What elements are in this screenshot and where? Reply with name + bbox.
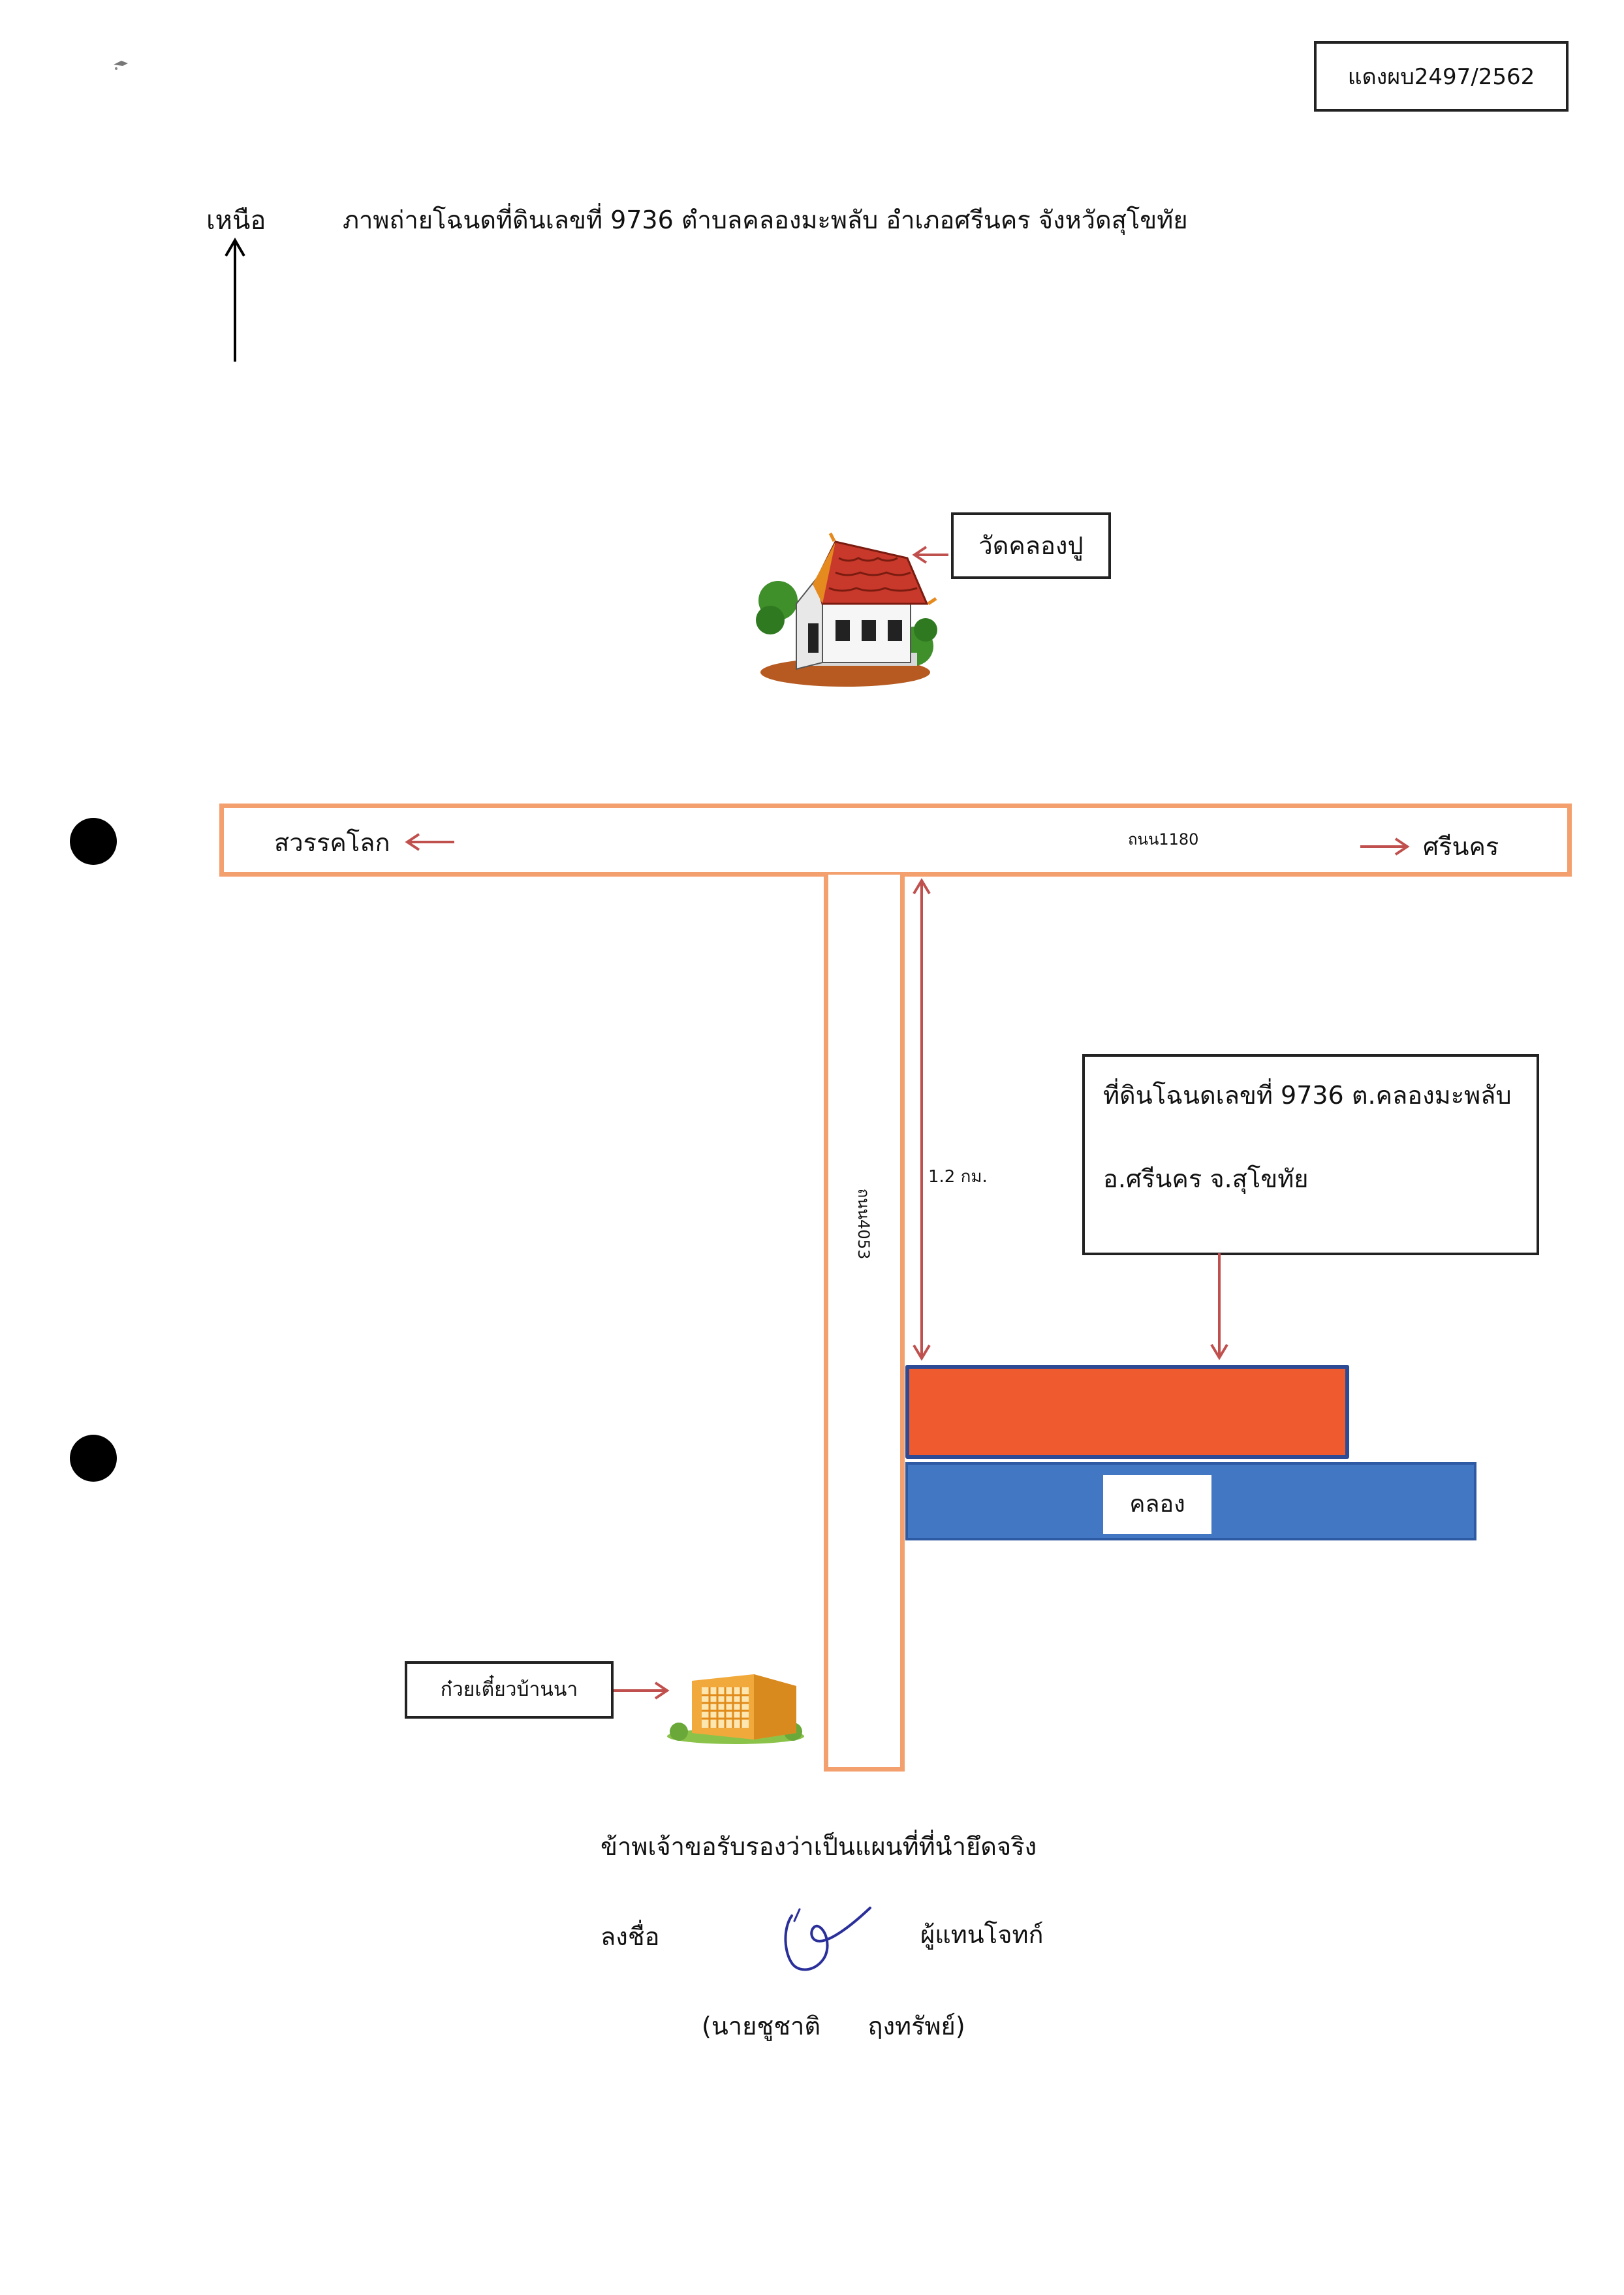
signature-mark [780, 1903, 875, 1981]
parcel-label-line1: ที่ดินโฉนดเลขที่ 9736 ต.คลองมะพลับ [1103, 1081, 1512, 1110]
canal-label-box: คลอง [1103, 1475, 1211, 1534]
side-road-label: ถนน4053 [854, 1188, 873, 1260]
temple-label: วัดคลองปู [978, 531, 1084, 560]
west-arrow [403, 832, 456, 852]
noodle-shop-arrow [612, 1681, 671, 1700]
north-arrow-icon [222, 236, 248, 367]
certification-statement: ข้าพเจ้าขอรับรองว่าเป็นแผนที่ที่นำยึดจริ… [601, 1832, 1037, 1861]
scan-speck [111, 55, 131, 70]
temple-label-box: วัดคลองปู [951, 512, 1111, 579]
noodle-shop-label-box: ก๋วยเตี๋ยวบ้านนา [405, 1661, 614, 1719]
parcel-arrow [1206, 1253, 1232, 1361]
parcel-label-box: ที่ดินโฉนดเลขที่ 9736 ต.คลองมะพลับ อ.ศรี… [1082, 1054, 1539, 1255]
east-arrow [1359, 837, 1411, 856]
representative-role: ผู้แทนโจทก์ [920, 1920, 1044, 1949]
temple-icon [751, 532, 940, 689]
land-parcel [905, 1365, 1349, 1459]
building-icon [666, 1668, 806, 1746]
representative-name: (นายชูชาติ ฤงทรัพย์) [702, 2012, 965, 2040]
distance-label: 1.2 กม. [928, 1167, 988, 1187]
distance-arrow [909, 878, 935, 1361]
punch-hole-bottom [70, 1435, 117, 1482]
east-destination: ศรีนคร [1423, 832, 1499, 861]
side-road [824, 875, 905, 1772]
temple-arrow [911, 545, 950, 565]
punch-hole-top [70, 818, 117, 865]
case-number-box: แดงผบ2497/2562 [1314, 41, 1569, 112]
case-number: แดงผบ2497/2562 [1347, 64, 1535, 90]
west-destination: สวรรคโลก [274, 828, 390, 857]
parcel-label-line2: อ.ศรีนคร จ.สุโขทัย [1103, 1164, 1309, 1193]
sign-label: ลงชื่อ [601, 1922, 660, 1951]
main-road [219, 804, 1572, 877]
noodle-shop-label: ก๋วยเตี๋ยวบ้านนา [440, 1678, 578, 1701]
main-road-label: ถนน1180 [1128, 830, 1199, 849]
north-label: เหนือ [206, 206, 266, 236]
canal-label: คลอง [1129, 1491, 1185, 1518]
document-title: ภาพถ่ายโฉนดที่ดินเลขที่ 9736 ตำบลคลองมะพ… [343, 206, 1188, 234]
